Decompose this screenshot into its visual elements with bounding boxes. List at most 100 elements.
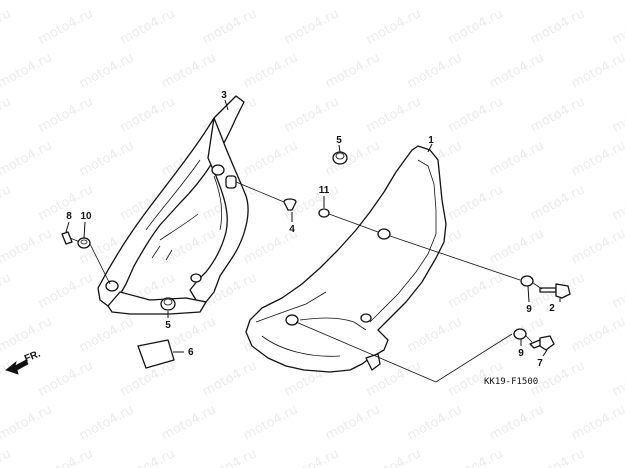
watermark-text: moto4.ru (323, 138, 383, 179)
watermark-text: moto4.ru (446, 270, 506, 311)
watermark-text: moto4.ru (487, 226, 547, 267)
callout-2: 2 (549, 303, 555, 314)
watermark-text: moto4.ru (77, 402, 137, 443)
diagram-code: KK19-F1500 (484, 377, 538, 387)
watermark-text: moto4.ru (610, 358, 625, 399)
watermark-text: moto4.ru (323, 0, 383, 4)
watermark-text: moto4.ru (528, 94, 588, 135)
watermark-text: moto4.ru (487, 50, 547, 91)
grommet-upper (332, 151, 348, 165)
watermark-text: moto4.ru (0, 314, 55, 355)
watermark-text: moto4.ru (487, 402, 547, 443)
watermark-text: moto4.ru (405, 50, 465, 91)
watermark-text: moto4.ru (610, 270, 625, 311)
watermark-text: moto4.ru (364, 446, 424, 468)
watermark-text: moto4.ru (159, 50, 219, 91)
washer-part-9-lower (513, 328, 527, 340)
watermark-text: moto4.ru (528, 446, 588, 468)
watermark-text: moto4.ru (159, 0, 219, 4)
watermark-text: moto4.ru (77, 0, 137, 4)
watermark-text: moto4.ru (0, 0, 55, 4)
bolt-part-7 (529, 335, 555, 351)
bolt-part-2 (539, 283, 571, 299)
assembly-lines (89, 181, 543, 383)
front-arrow-icon (5, 359, 29, 375)
watermark-text: moto4.ru (0, 270, 14, 311)
watermark-text: moto4.ru (569, 0, 625, 4)
leader-lines (65, 99, 561, 357)
watermark-text: moto4.ru (446, 446, 506, 468)
callout-5b: 5 (165, 320, 171, 331)
watermark-text: moto4.ru (77, 314, 137, 355)
bolt-part-8 (61, 231, 81, 245)
watermark-text: moto4.ru (0, 50, 55, 91)
watermark-text: moto4.ru (36, 270, 96, 311)
watermark-text: moto4.ru (77, 50, 137, 91)
callout-4: 4 (289, 224, 295, 235)
watermark-text: moto4.ru (200, 358, 260, 399)
callout-11: 11 (319, 185, 330, 196)
watermark-text: moto4.ru (487, 0, 547, 4)
watermark-text: moto4.ru (241, 0, 301, 4)
watermark-text: moto4.ru (323, 50, 383, 91)
label-part-6 (137, 339, 175, 369)
watermark-text: moto4.ru (0, 182, 14, 223)
watermark-text: moto4.ru (0, 138, 55, 179)
watermark-text: moto4.ru (0, 358, 14, 399)
left-side-cover (97, 95, 249, 315)
front-indicator: FR. (5, 348, 42, 375)
watermark-text: moto4.ru (118, 94, 178, 135)
collar (225, 175, 237, 189)
watermark-text: moto4.ru (405, 402, 465, 443)
watermark-text: moto4.ru (610, 182, 625, 223)
callout-3: 3 (221, 90, 227, 101)
watermark-text: moto4.ru (610, 446, 625, 468)
watermark-text: moto4.ru (241, 50, 301, 91)
watermark-text: moto4.ru (569, 402, 625, 443)
clip-part-4 (283, 198, 297, 211)
watermark-text: moto4.ru (200, 446, 260, 468)
watermark-text: moto4.ru (241, 402, 301, 443)
washer-part-9-upper (520, 275, 534, 287)
callout-9a: 9 (526, 304, 532, 315)
watermark-text: moto4.ru (446, 94, 506, 135)
watermark-text: moto4.ru (569, 50, 625, 91)
watermark-text: moto4.ru (446, 182, 506, 223)
callout-5a: 5 (336, 135, 342, 146)
callout-10: 10 (80, 211, 92, 222)
grommet-lower (160, 297, 176, 311)
callout-9b: 9 (518, 348, 524, 359)
watermark-text: moto4.ru (405, 314, 465, 355)
watermark-text: moto4.ru (323, 402, 383, 443)
front-label: FR. (23, 348, 42, 364)
watermark-text: moto4.ru (159, 226, 219, 267)
watermark-text: moto4.ru (528, 6, 588, 47)
callout-6: 6 (188, 347, 194, 358)
watermark-text: moto4.ru (77, 138, 137, 179)
watermark-text: moto4.ru (282, 6, 342, 47)
watermark-text: moto4.ru (241, 138, 301, 179)
watermark-text: moto4.ru (405, 0, 465, 4)
washer-part-11 (318, 208, 330, 218)
watermark-text: moto4.ru (569, 226, 625, 267)
watermark-text: moto4.ru (0, 226, 55, 267)
watermark-text: moto4.ru (487, 138, 547, 179)
watermark-text: moto4.ru (118, 446, 178, 468)
watermark-text: moto4.ru (36, 446, 96, 468)
watermark-text: moto4.ru (0, 94, 14, 135)
watermark-text: moto4.ru (0, 446, 14, 468)
watermark-text: moto4.ru (282, 446, 342, 468)
right-side-cover (245, 145, 447, 373)
watermark-text: moto4.ru (36, 358, 96, 399)
callouts: 1 2 3 4 5 5 6 7 8 9 9 10 11 (66, 90, 555, 369)
watermark-text: moto4.ru (528, 182, 588, 223)
washer-part-10 (77, 237, 91, 249)
watermark-text: moto4.ru (118, 6, 178, 47)
callout-1: 1 (428, 135, 434, 146)
watermark-text: moto4.ru (36, 6, 96, 47)
watermark-text: moto4.ru (446, 6, 506, 47)
callout-7: 7 (537, 358, 543, 369)
watermark-text: moto4.ru (282, 94, 342, 135)
